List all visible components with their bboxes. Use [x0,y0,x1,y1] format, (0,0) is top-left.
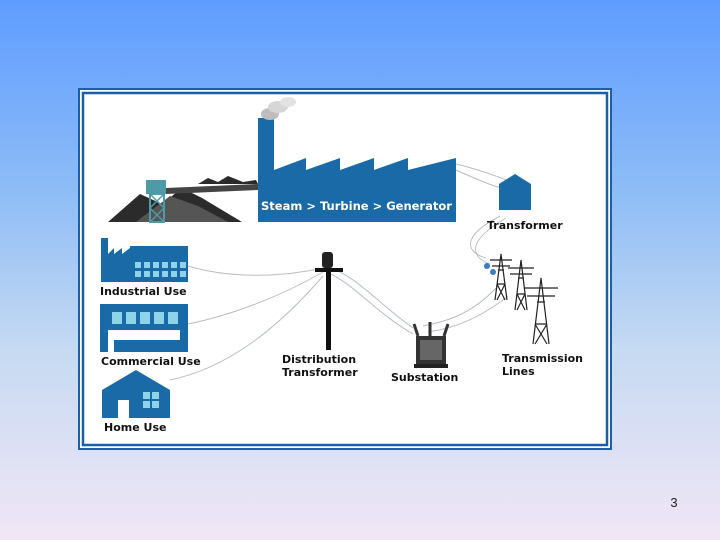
substation-icon [412,322,450,368]
transformer-label: Transformer [487,219,563,232]
transmission-label-line1: Transmission [502,352,583,365]
plant-label: Steam > Turbine > Generator [261,199,452,213]
distribution-label-line1: Distribution [282,353,356,366]
substation-label: Substation [391,371,458,384]
power-plant-icon [258,97,456,222]
outer-border [78,88,612,450]
industrial-building-icon [101,238,188,282]
home-label: Home Use [104,421,166,434]
commercial-label: Commercial Use [101,355,201,368]
commercial-building-icon [100,304,188,352]
page-number: 3 [670,495,678,510]
insulator-icon [484,263,496,275]
figure-frame: Steam > Turbine > Generator Transformer … [78,88,612,450]
power-lines [169,163,515,381]
transmission-label-line2: Lines [502,365,535,378]
house-icon [102,370,170,418]
inner-border [81,91,609,447]
distribution-label-line2: Transformer [282,366,358,379]
transformer-icon [499,174,531,210]
conveyor-icon [146,176,258,223]
power-grid-diagram: Steam > Turbine > Generator Transformer … [78,88,612,450]
industrial-label: Industrial Use [100,285,187,298]
coal-pile-icon [108,188,242,222]
utility-pole-icon [315,252,343,350]
transmission-tower-icon [490,253,558,345]
